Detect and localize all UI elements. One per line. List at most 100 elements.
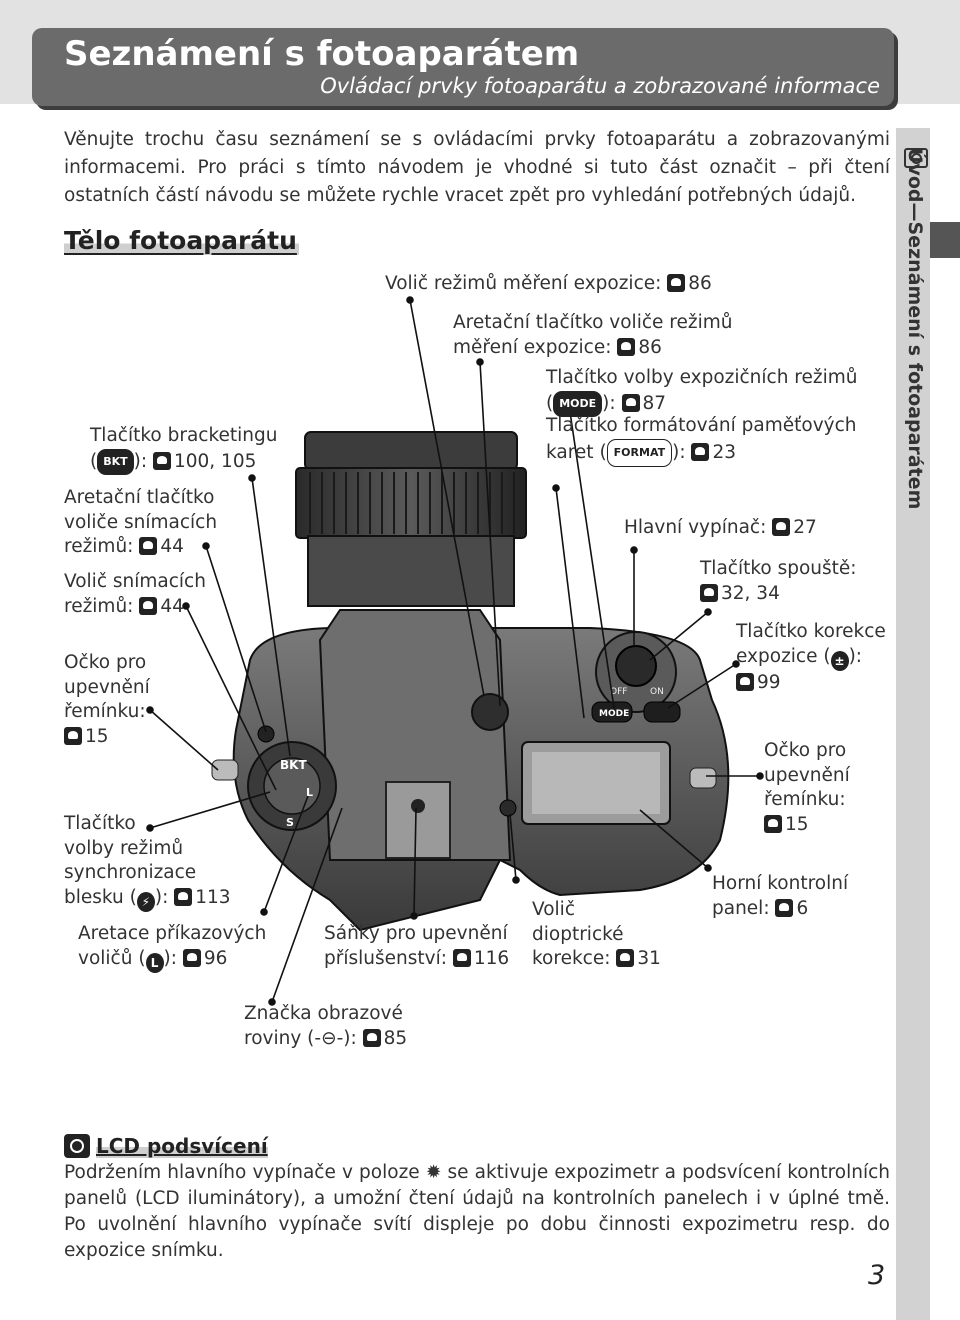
page-ref-icon (775, 898, 794, 917)
page-title: Seznámení s fotoaparátem (64, 34, 580, 74)
callout-line: synchronizace (64, 862, 197, 883)
page-ref: 96 (203, 947, 228, 969)
lens-grip (295, 467, 527, 539)
callout-shutter: Tlačítko spouště: 32, 34 (700, 557, 857, 606)
intro-paragraph: Věnujte trochu času seznámení se s ovlád… (64, 129, 890, 206)
leader-lines (146, 296, 764, 1006)
page-ref-icon (64, 726, 82, 745)
page-ref: 99 (757, 671, 781, 693)
paren-close: ): (848, 645, 863, 667)
page-ref-icon (691, 442, 710, 461)
page-ref: 15 (85, 725, 109, 747)
callout-line: Očko pro (64, 652, 147, 673)
top-panel-lcd (532, 752, 660, 814)
page-header: Seznámení s fotoaparátem Ovládací prvky … (32, 28, 894, 106)
callout-release-mode: Volič snímacích režimů: 44 (64, 570, 206, 619)
mode-mark: MODE (599, 709, 629, 719)
callout-focal-plane: Značka obrazové roviny (-⊖-): 85 (244, 1002, 407, 1051)
callout-line: Tlačítko korekce (736, 621, 886, 642)
callout-line: Hlavní vypínač: (624, 517, 767, 538)
callout-line: Aretace příkazových (78, 923, 267, 944)
exp-comp-button (643, 701, 681, 723)
off-mark: OFF (610, 687, 627, 697)
side-tab-marker (930, 222, 960, 258)
hot-shoe (385, 781, 451, 859)
callout-line: měření expozice: (453, 336, 612, 358)
callout-line: Tlačítko volby expozičních režimů (546, 367, 858, 388)
page-ref-icon (174, 887, 193, 906)
callout-line: řemínku: (64, 701, 146, 722)
callout-line: upevnění (64, 676, 150, 698)
callout-strap-right: Očko pro upevnění řemínku: 15 (764, 739, 850, 837)
callout-line: voliče snímacích (64, 511, 218, 533)
callout-diopter: Volič dioptrické korekce: 31 (532, 898, 661, 972)
lock-icon: L (145, 952, 164, 973)
page-ref-icon (621, 393, 640, 412)
page-ref: 27 (793, 517, 817, 538)
callout-line: Tlačítko (64, 813, 136, 834)
page-ref-icon (139, 537, 158, 555)
page-ref: 116 (473, 947, 510, 969)
callout-line: karet ( (546, 441, 607, 463)
side-tab (896, 128, 930, 1320)
callout-line: Očko pro (764, 740, 847, 761)
page-ref-icon (362, 1028, 381, 1047)
callout-line: upevnění (764, 764, 850, 786)
lens-base (307, 535, 515, 607)
callout-line: blesku ( (64, 886, 137, 908)
section-title: Tělo fotoaparátu (64, 226, 299, 255)
callout-line: příslušenství: (324, 947, 447, 969)
mode-icon: MODE (553, 390, 603, 417)
callout-line: korekce: (532, 948, 611, 969)
page-ref: 15 (785, 813, 809, 835)
format-icon: FORMAT (606, 438, 673, 467)
paren-close: ): (602, 392, 616, 414)
callout-top-panel: Horní kontrolní panel: 6 (712, 872, 848, 921)
page-ref: 44 (160, 536, 184, 557)
callout-metering-dial: Volič režimů měření expozice: 86 (385, 272, 712, 297)
callout-line: Volič režimů měření expozice: (385, 273, 662, 294)
page-ref: 86 (638, 336, 662, 358)
page-ref-icon (700, 583, 718, 602)
tip-title: LCD podsvícení (64, 1134, 268, 1158)
callout-strap-left: Očko pro upevnění řemínku: 15 (64, 651, 150, 749)
callout-power-switch: Hlavní vypínač: 27 (624, 516, 817, 541)
callout-exp-comp: Tlačítko korekce expozice (±): 99 (736, 620, 886, 695)
page-ref-icon (616, 949, 635, 967)
exp-comp-icon: ± (830, 650, 849, 671)
callout-line: Horní kontrolní (712, 873, 849, 894)
tip-body-a: Podržením hlavního vypínače v poloze (64, 1162, 420, 1183)
callout-line: režimů: (64, 536, 134, 557)
page-ref: 32, 34 (721, 582, 780, 604)
callout-line: řemínku: (764, 789, 846, 810)
callout-metering-lock: Aretační tlačítko voliče režimů měření e… (453, 311, 732, 360)
strap-lug-left (211, 759, 239, 781)
callout-line: Tlačítko spouště: (700, 558, 857, 579)
bkt-icon: BKT (97, 448, 134, 475)
tip-title-text: LCD podsvícení (96, 1134, 268, 1158)
callout-line: panel: (712, 897, 770, 919)
page-number: 3 (868, 1260, 886, 1291)
bkt-mark: BKT (280, 758, 307, 772)
page-ref-icon (772, 518, 791, 536)
page-ref-icon (139, 596, 158, 615)
page-subtitle: Ovládací prvky fotoaparátu a zobrazované… (320, 74, 880, 98)
diopter-knob (499, 799, 517, 817)
page-ref: 100, 105 (173, 450, 257, 472)
callout-line: expozice ( (736, 645, 831, 667)
camera-icon (904, 148, 928, 168)
page-ref-icon (617, 337, 636, 356)
callout-release-lock: Aretační tlačítko voliče snímacích režim… (64, 486, 217, 560)
callout-flash-sync: Tlačítko volby režimů synchronizace bles… (64, 812, 231, 912)
callout-line: režimů: (64, 595, 134, 617)
callout-line: Volič snímacích (64, 571, 206, 592)
callout-format-button: Tlačítko formátování paměťových karet (F… (546, 414, 857, 467)
callout-line: voličů ( (78, 947, 146, 969)
strap-lug-right (689, 767, 717, 789)
page-ref: 44 (160, 595, 184, 617)
callout-mode-button: Tlačítko volby expozičních režimů (MODE)… (546, 366, 857, 417)
callout-bracketing: Tlačítko bracketingu (BKT): 100, 105 (90, 424, 277, 475)
callout-line: Volič (532, 899, 575, 920)
tip-body-b: se aktivuje expozimetr a podsvícení kont… (64, 1162, 890, 1261)
